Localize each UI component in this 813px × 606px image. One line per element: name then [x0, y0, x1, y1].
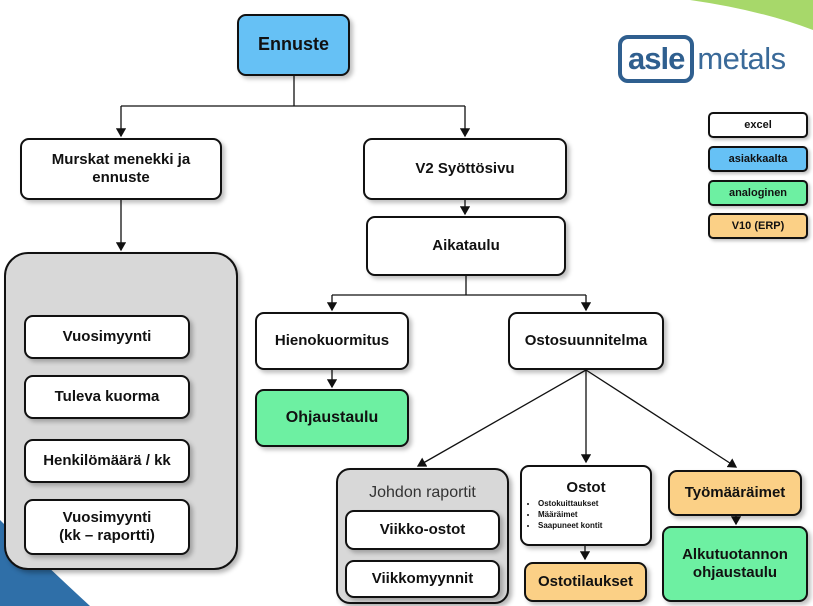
arrow-to-tyomaaraimet: [585, 369, 738, 468]
node-tuleva-kuorma: Tuleva kuorma: [24, 375, 190, 419]
logo-mark: asle: [618, 35, 695, 83]
legend-item-analoginen: analoginen: [708, 180, 808, 206]
legend-label: excel: [744, 119, 772, 131]
node-ostot: Ostot Ostokuittaukset Määräimet Saapunee…: [520, 465, 652, 546]
company-logo: asle metals: [618, 34, 786, 84]
legend-label: asiakkaalta: [728, 153, 788, 165]
node-viikko-ostot: Viikko-ostot: [345, 510, 500, 550]
node-henkilomaara: Henkilömäärä / kk: [24, 439, 190, 483]
node-vuosimyynti: Vuosimyynti: [24, 315, 190, 359]
node-murskat: Murskat menekki ja ennuste: [20, 138, 222, 200]
ostot-title: Ostot: [566, 479, 606, 497]
ostot-list: Ostokuittaukset Määräimet Saapuneet kont…: [522, 499, 650, 531]
node-ohjaustaulu: Ohjaustaulu: [255, 389, 409, 447]
legend-item-excel: excel: [708, 112, 808, 138]
node-ostosuunnitelma: Ostosuunnitelma: [508, 312, 664, 370]
node-ennuste: Ennuste: [237, 14, 350, 76]
bottom-left-swoosh: [0, 520, 90, 606]
ostot-item: Saapuneet kontit: [538, 521, 650, 532]
vuosimyynti-raportti-line2: (kk – raportti): [59, 527, 155, 544]
node-vuosimyynti-raportti: Vuosimyynti (kk – raportti): [24, 499, 190, 555]
ostot-item: Määräimet: [538, 510, 650, 521]
node-v2-syottosivu: V2 Syöttösivu: [363, 138, 567, 200]
arrow-to-johdon: [416, 369, 587, 467]
johdon-raportit-title: Johdon raportit: [369, 484, 476, 501]
node-viikkomyynnit: Viikkomyynnit: [345, 560, 500, 598]
node-tyomaaraimet: Työmääräimet: [668, 470, 802, 516]
legend-label: analoginen: [728, 187, 788, 199]
top-right-swoosh: [690, 0, 813, 30]
legend-label: V10 (ERP): [731, 220, 785, 232]
node-aikataulu: Aikataulu: [366, 216, 566, 276]
legend-item-v10: V10 (ERP): [708, 213, 808, 239]
ostot-item: Ostokuittaukset: [538, 499, 650, 510]
node-ostotilaukset: Ostotilaukset: [524, 562, 647, 602]
node-alkutuotanto: Alkutuotannon ohjaustaulu: [662, 526, 808, 602]
vuosimyynti-raportti-line1: Vuosimyynti: [62, 509, 152, 526]
legend-item-asiakkaalta: asiakkaalta: [708, 146, 808, 172]
logo-text: metals: [697, 41, 786, 76]
node-hienokuormitus: Hienokuormitus: [255, 312, 409, 370]
